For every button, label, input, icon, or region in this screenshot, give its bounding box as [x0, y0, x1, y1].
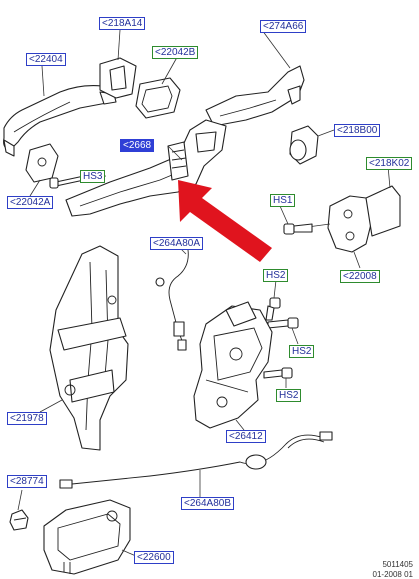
callout-22042b[interactable]: <22042B: [152, 46, 199, 59]
door-latch-assembly: [193, 301, 273, 429]
handle-cover-trim: [205, 65, 305, 127]
callout-264a80b[interactable]: <264A80B: [181, 497, 234, 510]
catalog-date: 01-2008 01: [372, 570, 413, 579]
handle-cap: [99, 57, 137, 99]
retaining-clip: [9, 509, 29, 531]
callout-22404[interactable]: <22404: [26, 53, 66, 66]
handle-gasket-rear: [135, 77, 181, 119]
callout-274a66[interactable]: <274A66: [260, 20, 307, 33]
callout-218a14[interactable]: <218A14: [99, 17, 146, 30]
lock-cylinder: [289, 125, 319, 165]
callout-21978[interactable]: <21978: [7, 412, 47, 425]
highlight-arrow: [178, 180, 272, 262]
catalog-number: 5011405: [382, 560, 413, 569]
callout-28774[interactable]: <28774: [7, 475, 47, 488]
screw-hs1: [283, 223, 313, 235]
outer-door-handle: [3, 85, 117, 157]
screw-hs2-top: [265, 297, 281, 321]
callout-hs2-middle[interactable]: HS2: [289, 345, 315, 358]
callout-hs1[interactable]: HS1: [270, 194, 296, 207]
callout-218b00[interactable]: <218B00: [334, 124, 381, 137]
control-rod-b: [59, 431, 333, 489]
inner-door-handle: [43, 499, 131, 575]
callout-22042a[interactable]: <22042A: [7, 196, 54, 209]
callout-264a80a[interactable]: <264A80A: [150, 237, 203, 250]
callout-22600[interactable]: <22600: [134, 551, 174, 564]
callout-hs2-top[interactable]: HS2: [263, 269, 289, 282]
catalog-reference: 5011405 01-2008 01: [373, 560, 413, 579]
callout-22008[interactable]: <22008: [340, 270, 380, 283]
screw-hs2-bottom: [263, 367, 293, 379]
screw-hs3: [49, 175, 85, 189]
callout-hs3[interactable]: HS3: [80, 170, 106, 183]
handle-gasket-front: [25, 143, 59, 183]
striker-plate: [299, 185, 401, 253]
callout-26412[interactable]: <26412: [226, 430, 266, 443]
callout-hs2-bottom[interactable]: HS2: [276, 389, 302, 402]
callout-218k02[interactable]: <218K02: [366, 157, 413, 170]
callout-2668[interactable]: <2668: [120, 139, 155, 152]
control-rod-a: [155, 249, 189, 351]
door-carrier-panel: [49, 245, 129, 451]
